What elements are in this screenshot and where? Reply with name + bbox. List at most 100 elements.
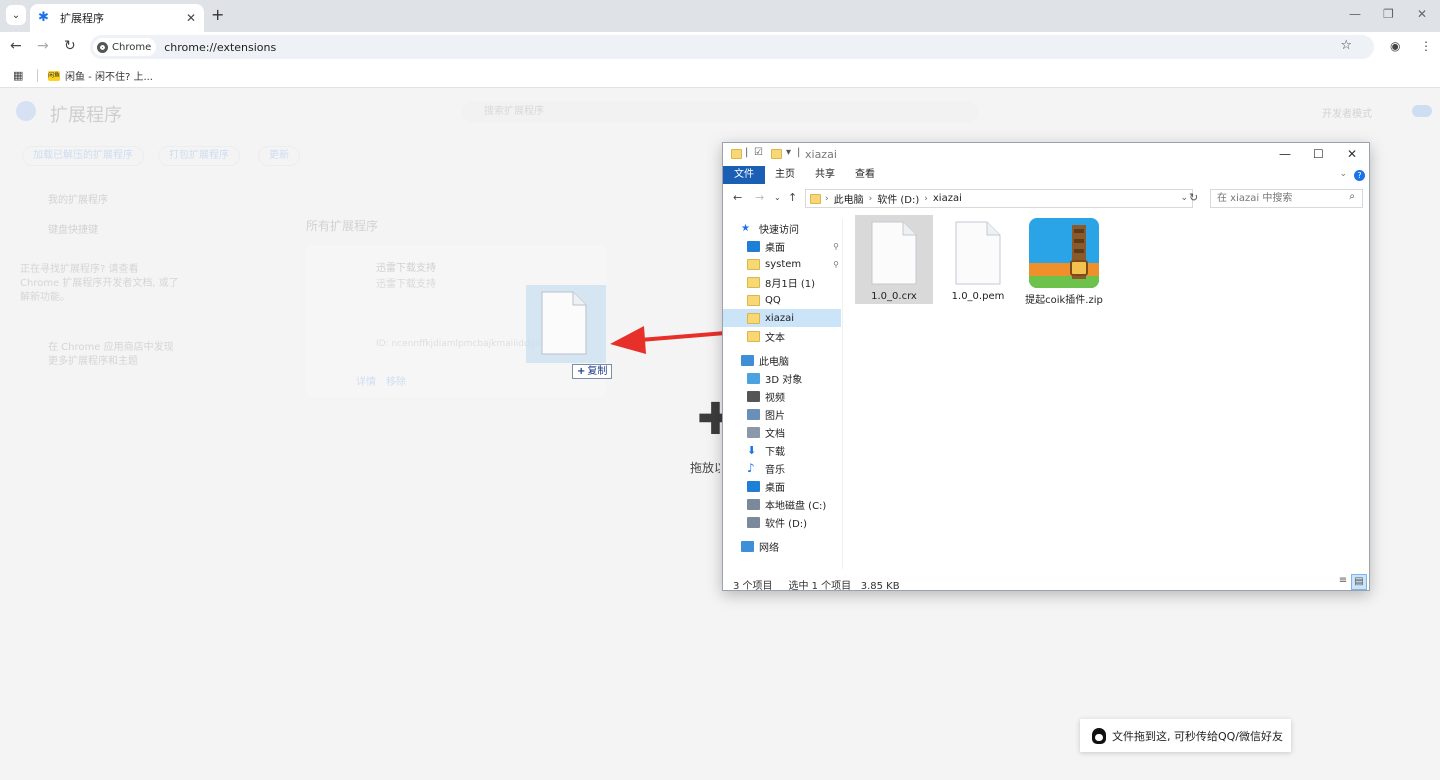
menu-kebab-icon[interactable]: ⋮ (1420, 39, 1432, 53)
ribbon-tab-home[interactable]: 主页 (775, 169, 795, 180)
ribbon-tab-view[interactable]: 查看 (855, 169, 875, 180)
document-icon (747, 426, 760, 438)
nav-item[interactable]: 3D 对象 (723, 369, 841, 387)
url-text[interactable]: chrome://extensions (164, 40, 277, 54)
new-folder-icon[interactable] (771, 149, 782, 159)
pc-icon (741, 354, 754, 366)
pack-extension-button[interactable]: 打包扩展程序 (158, 146, 240, 166)
refresh-icon[interactable]: ↻ (1189, 191, 1199, 204)
forward-arrow-icon[interactable]: → (37, 38, 49, 54)
apps-grid-icon[interactable]: ▦ (13, 69, 24, 82)
back-arrow-icon[interactable]: ← (10, 38, 22, 54)
breadcrumb-separator-icon[interactable]: › (825, 193, 829, 204)
extension-remove-button[interactable]: 移除 (386, 377, 406, 388)
explorer-status-bar: 3 个项目 选中 1 个项目 3.85 KB (733, 577, 900, 592)
minimize-window-icon[interactable]: — (1349, 7, 1361, 21)
qat-separator: | (745, 147, 749, 158)
store-note[interactable]: 在 Chrome 应用商店中发现更多扩展程序和主题 (48, 342, 174, 367)
tab-search-chevron-icon[interactable]: ⌄ (6, 5, 26, 25)
extensions-logo-icon (16, 101, 36, 121)
maximize-icon[interactable]: ☐ (1313, 147, 1324, 161)
nav-item-label: QQ (765, 294, 781, 306)
nav-item[interactable]: 网络 (723, 537, 841, 555)
file-item[interactable]: 1.0_0.crx (855, 215, 933, 304)
qat-dropdown-icon[interactable]: ▾ (786, 147, 792, 158)
update-button[interactable]: 更新 (258, 146, 300, 166)
qq-transfer-toast[interactable]: 文件拖到这, 可秒传给QQ/微信好友 (1080, 719, 1291, 752)
tab-extensions[interactable]: ✱ 扩展程序 ✕ (30, 4, 204, 32)
breadcrumb-separator-icon[interactable]: › (868, 193, 873, 204)
file-item[interactable]: 提起coik插件.zip (1025, 215, 1103, 306)
search-extensions-input[interactable]: 搜索扩展程序 (462, 101, 978, 123)
nav-item-label: 桌面 (765, 482, 785, 494)
nav-item[interactable]: 软件 (D:) (723, 513, 841, 531)
developer-mode-toggle[interactable] (1412, 105, 1432, 117)
file-item[interactable]: 1.0_0.pem (939, 215, 1017, 304)
up-arrow-icon[interactable]: ↑ (788, 191, 798, 204)
sidebar-note: 正在寻找扩展程序? 请查看 Chrome 扩展程序开发者文档, 或了解新功能。 (20, 264, 179, 303)
blank-file-icon (870, 221, 918, 285)
explorer-search-input[interactable]: 在 xiazai 中搜索 (1210, 189, 1363, 208)
nav-item[interactable]: ⬇下载 (723, 441, 841, 459)
close-icon[interactable]: ✕ (1347, 147, 1358, 161)
nav-item[interactable]: 图片 (723, 405, 841, 423)
explorer-address-bar[interactable]: › 此电脑 › 软件 (D:) › xiazai ⌄ (805, 189, 1193, 208)
breadcrumb-separator-icon[interactable]: › (924, 193, 928, 204)
folder-icon (747, 330, 760, 342)
nav-item[interactable]: 桌面 (723, 477, 841, 495)
nav-item[interactable]: ♪音乐 (723, 459, 841, 477)
back-arrow-icon[interactable]: ← (733, 191, 743, 204)
address-bar[interactable]: Chrome chrome://extensions ☆ (90, 35, 1374, 59)
forward-arrow-icon[interactable]: → (755, 191, 765, 204)
extension-details-button[interactable]: 详情 (356, 377, 376, 388)
qat-separator-2: | (797, 147, 801, 158)
sidebar-item-my-extensions[interactable]: 我的扩展程序 (48, 195, 108, 206)
breadcrumb-this-pc[interactable]: 此电脑 (833, 195, 864, 206)
reload-icon[interactable]: ↻ (64, 38, 76, 54)
load-unpacked-button[interactable]: 加载已解压的扩展程序 (22, 146, 144, 166)
address-history-chevron-icon[interactable]: ⌄ (1180, 193, 1188, 203)
new-tab-button[interactable]: + (211, 5, 225, 24)
profile-icon[interactable]: ◉ (1390, 39, 1401, 53)
extension-id: ID: ncennffkjdiamlpmcbajkmaiiiddgioo (376, 339, 549, 349)
nav-item[interactable]: 视频 (723, 387, 841, 405)
details-view-icon[interactable]: ≡ (1338, 575, 1348, 586)
nav-item[interactable]: 8月1日 (1) (723, 273, 841, 291)
large-icons-view-icon[interactable]: ▤ (1351, 574, 1367, 590)
nav-item[interactable]: 文档 (723, 423, 841, 441)
nav-item[interactable]: 本地磁盘 (C:) (723, 495, 841, 513)
nav-item-label: 视频 (765, 392, 785, 404)
ribbon-tab-file[interactable]: 文件 (723, 166, 765, 184)
nav-item-label: xiazai (765, 312, 794, 324)
explorer-titlebar[interactable]: | ☑ ▾ | xiazai — ☐ ✕ (723, 143, 1369, 166)
close-tab-icon[interactable]: ✕ (185, 11, 196, 25)
nav-item[interactable]: 此电脑 (723, 351, 841, 369)
sidebar-item-shortcuts[interactable]: 键盘快捷键 (48, 225, 98, 236)
bookmark-xianyu[interactable]: 闲鱼 闲鱼 - 闲不住? 上... (48, 68, 153, 83)
star-icon: ★ (741, 222, 750, 234)
nav-item[interactable]: ★ 快速访问 (723, 219, 841, 237)
dragged-blank-file-icon (541, 291, 587, 355)
breadcrumb-xiazai[interactable]: xiazai (932, 193, 962, 204)
nav-item[interactable]: 文本 (723, 327, 841, 345)
xianyu-favicon-icon: 闲鱼 (48, 70, 61, 81)
ribbon-tab-share[interactable]: 共享 (815, 169, 835, 180)
minimize-icon[interactable]: — (1279, 147, 1291, 161)
nav-item[interactable]: xiazai (723, 309, 841, 327)
bookmark-star-icon[interactable]: ☆ (1340, 38, 1352, 53)
site-info-chip[interactable]: Chrome (93, 38, 157, 56)
help-icon[interactable]: ? (1354, 170, 1365, 181)
nav-item-label: 快速访问 (759, 224, 799, 236)
nav-item[interactable]: QQ (723, 291, 841, 309)
expand-ribbon-chevron-icon[interactable]: ⌄ (1339, 169, 1347, 179)
restore-window-icon[interactable]: ❐ (1383, 7, 1394, 21)
close-window-icon[interactable]: ✕ (1417, 7, 1428, 21)
nav-item[interactable]: 桌面⚲ (723, 237, 841, 255)
nav-item[interactable]: system⚲ (723, 255, 841, 273)
search-icon[interactable]: ⌕ (1349, 191, 1355, 202)
tab-strip: ⌄ ✱ 扩展程序 ✕ + — ❐ ✕ (0, 0, 1440, 32)
breadcrumb-drive-d[interactable]: 软件 (D:) (877, 195, 920, 206)
properties-check-icon[interactable]: ☑ (754, 147, 763, 158)
recent-locations-chevron-icon[interactable]: ⌄ (774, 193, 781, 202)
download-icon: ⬇ (747, 443, 757, 457)
